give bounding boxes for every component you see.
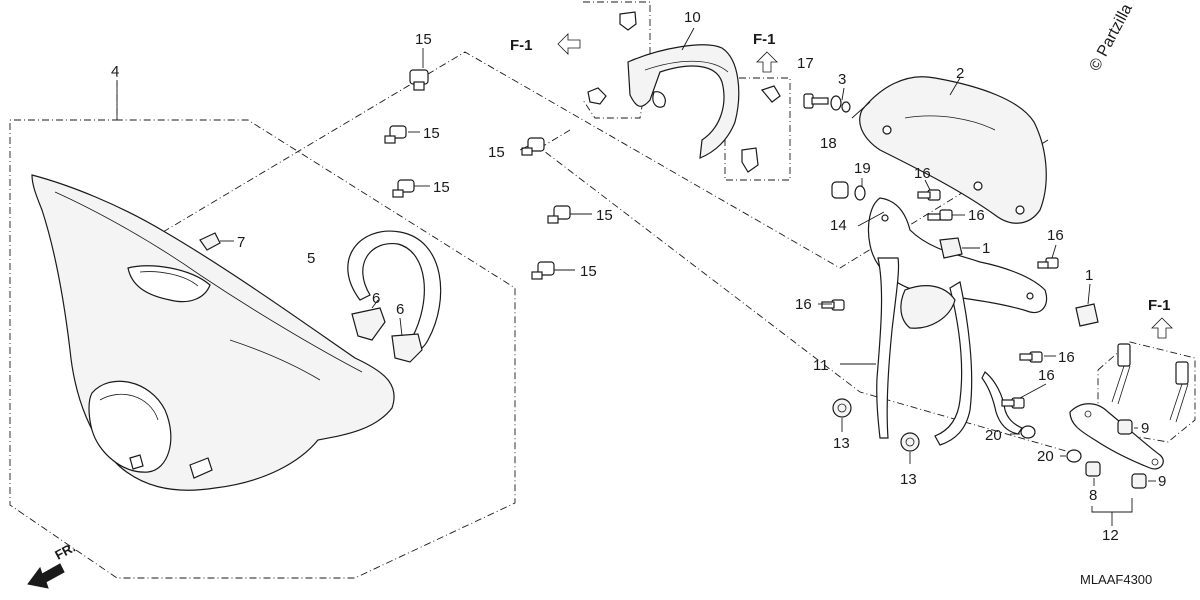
grommet-1-lower — [1075, 303, 1099, 327]
arrow-front-icon — [27, 563, 65, 589]
callout-3: 3 — [838, 71, 846, 88]
watermark: © Partzilla — [1087, 1, 1136, 74]
arrow-up-icon — [1151, 317, 1173, 339]
callout-15-a: 15 — [415, 31, 432, 48]
callout-6-b: 6 — [396, 301, 404, 318]
washer-20-upper — [1020, 425, 1036, 439]
top-cover — [859, 76, 1047, 224]
nut-13-left — [832, 398, 852, 418]
leader-lines — [116, 27, 1156, 526]
callout-17: 17 — [797, 55, 814, 72]
callout-18: 18 — [820, 135, 837, 152]
bolt-16-e — [1019, 351, 1043, 363]
cushion-pad-lower — [391, 333, 423, 363]
screw-15-f — [531, 261, 555, 280]
arrow-up-icon — [756, 51, 778, 73]
callout-16-d: 16 — [795, 296, 812, 313]
ref-f1-mid-label: F-1 — [753, 31, 776, 48]
assembly-outline-f1-box-mid — [724, 77, 791, 181]
lower-bracket — [1069, 403, 1164, 470]
assembly-outline-bracket — [539, 129, 1081, 456]
callout-16-c: 16 — [1047, 227, 1064, 244]
callout-13-a: 13 — [833, 435, 850, 452]
ref-f1-mid: F-1 — [753, 31, 778, 73]
rubber-block-9-upper — [1117, 419, 1133, 435]
bolt-16-b — [927, 209, 953, 221]
washer-19 — [854, 185, 866, 201]
assembly-outline-bolts — [162, 51, 1049, 269]
screw-15-d — [521, 137, 545, 156]
callout-12: 12 — [1102, 527, 1119, 544]
callout-7: 7 — [237, 234, 245, 251]
callout-1-b: 1 — [1085, 267, 1093, 284]
callout-15-e: 15 — [596, 207, 613, 224]
screw-15-e — [547, 205, 571, 224]
fairing-panel — [31, 174, 395, 491]
callout-15-d: 15 — [488, 144, 505, 161]
callout-8: 8 — [1089, 487, 1097, 504]
screw-15-a — [409, 69, 429, 91]
ref-f1-left: F-1 — [510, 33, 581, 55]
grommet-1-upper — [939, 237, 963, 259]
callout-11: 11 — [813, 357, 829, 374]
rubber-block-9-lower — [1131, 473, 1147, 489]
clip-small — [199, 232, 221, 251]
callout-16-a: 16 — [914, 165, 931, 182]
callout-13-b: 13 — [900, 471, 917, 488]
callout-14: 14 — [830, 217, 847, 234]
front-direction-label: FR. — [52, 540, 78, 563]
callout-15-b: 15 — [423, 125, 440, 142]
rubber-block-8 — [1085, 461, 1101, 477]
grommet-18 — [831, 181, 849, 199]
ref-f1-left-label: F-1 — [510, 37, 533, 54]
callout-9-b: 9 — [1158, 473, 1166, 490]
front-direction: FR. — [27, 540, 78, 589]
arrow-left-icon — [557, 33, 581, 55]
ref-f1-right: F-1 — [1148, 297, 1173, 339]
callout-2: 2 — [956, 65, 964, 82]
washer-20-lower — [1066, 449, 1082, 463]
bolt-16-f — [1001, 397, 1025, 409]
callout-16-b: 16 — [968, 207, 985, 224]
bolt-16-d — [821, 299, 845, 311]
nut-13-right — [900, 432, 920, 452]
long-bolt-right — [1169, 361, 1189, 423]
callout-16-f: 16 — [1038, 367, 1055, 384]
callout-19: 19 — [854, 160, 871, 177]
callout-1-a: 1 — [982, 240, 990, 257]
washer-3 — [830, 95, 851, 113]
assembly-outline-f1-box-right — [1097, 341, 1196, 443]
cushion-pad-upper — [351, 307, 386, 341]
callout-15-c: 15 — [433, 179, 450, 196]
ref-f1-right-label: F-1 — [1148, 297, 1171, 314]
bolt-16-a — [917, 189, 941, 201]
bolt-17 — [803, 93, 829, 109]
diagram-code: MLAAF4300 — [1080, 572, 1152, 587]
bolt-16-c — [1037, 257, 1059, 269]
callout-15-f: 15 — [580, 263, 597, 280]
long-bolt-left — [1111, 343, 1131, 405]
screw-15-b — [384, 125, 407, 144]
callout-10: 10 — [684, 9, 701, 26]
callout-5: 5 — [307, 250, 315, 267]
callout-4: 4 — [111, 63, 119, 80]
inner-cover — [587, 11, 781, 173]
callout-20-a: 20 — [985, 427, 1002, 444]
screw-15-c — [392, 179, 415, 198]
callout-16-e: 16 — [1058, 349, 1075, 366]
callout-labels: 4 15 15 15 15 15 15 7 5 6 6 10 17 3 2 18… — [111, 9, 1166, 544]
callout-6-a: 6 — [372, 290, 380, 307]
callout-20-b: 20 — [1037, 448, 1054, 465]
callout-9-a: 9 — [1141, 420, 1149, 437]
